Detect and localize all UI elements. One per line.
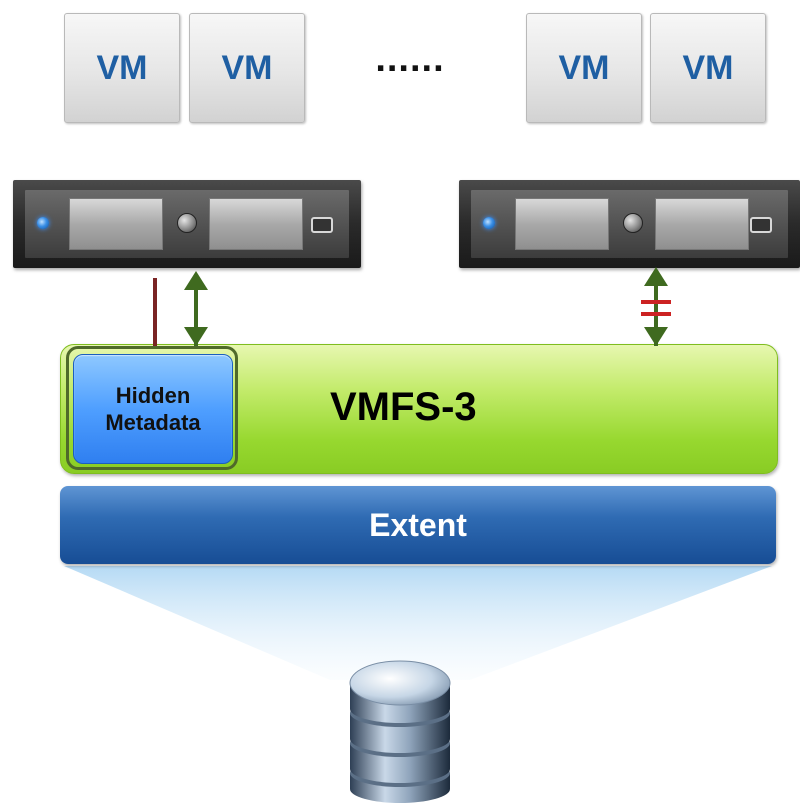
- server-icon: [459, 180, 800, 268]
- blocked-arrow-icon: [641, 267, 671, 346]
- vm-label: VM: [682, 48, 734, 87]
- vm-box: VM: [650, 13, 766, 123]
- extent-label: Extent: [369, 506, 467, 543]
- ellipsis-text: ......: [375, 38, 445, 80]
- vm-box: VM: [64, 13, 180, 123]
- hidden-metadata-box: Hidden Metadata: [73, 354, 233, 464]
- drive-bay: [655, 198, 749, 250]
- bidirectional-arrow-icon: [184, 271, 208, 346]
- port-icon: [750, 217, 772, 233]
- knob-icon: [623, 213, 643, 233]
- vm-label: VM: [221, 48, 273, 87]
- vm-label: VM: [558, 48, 610, 87]
- drive-bay: [515, 198, 609, 250]
- drive-bay: [69, 198, 163, 250]
- power-led-icon: [483, 217, 495, 229]
- metadata-label-line1: Hidden: [115, 383, 191, 408]
- metadata-label-line2: Metadata: [105, 410, 201, 435]
- server-icon: [13, 180, 361, 268]
- drive-bay: [209, 198, 303, 250]
- metadata-frame: [66, 346, 238, 470]
- port-icon: [311, 217, 333, 233]
- database-icon: [349, 660, 451, 803]
- knob-icon: [177, 213, 197, 233]
- vmfs-label: VMFS-3: [330, 385, 477, 429]
- vm-label: VM: [96, 48, 148, 87]
- vm-box: VM: [189, 13, 305, 123]
- power-led-icon: [37, 217, 49, 229]
- extent-bar: Extent: [60, 486, 776, 564]
- vm-box: VM: [526, 13, 642, 123]
